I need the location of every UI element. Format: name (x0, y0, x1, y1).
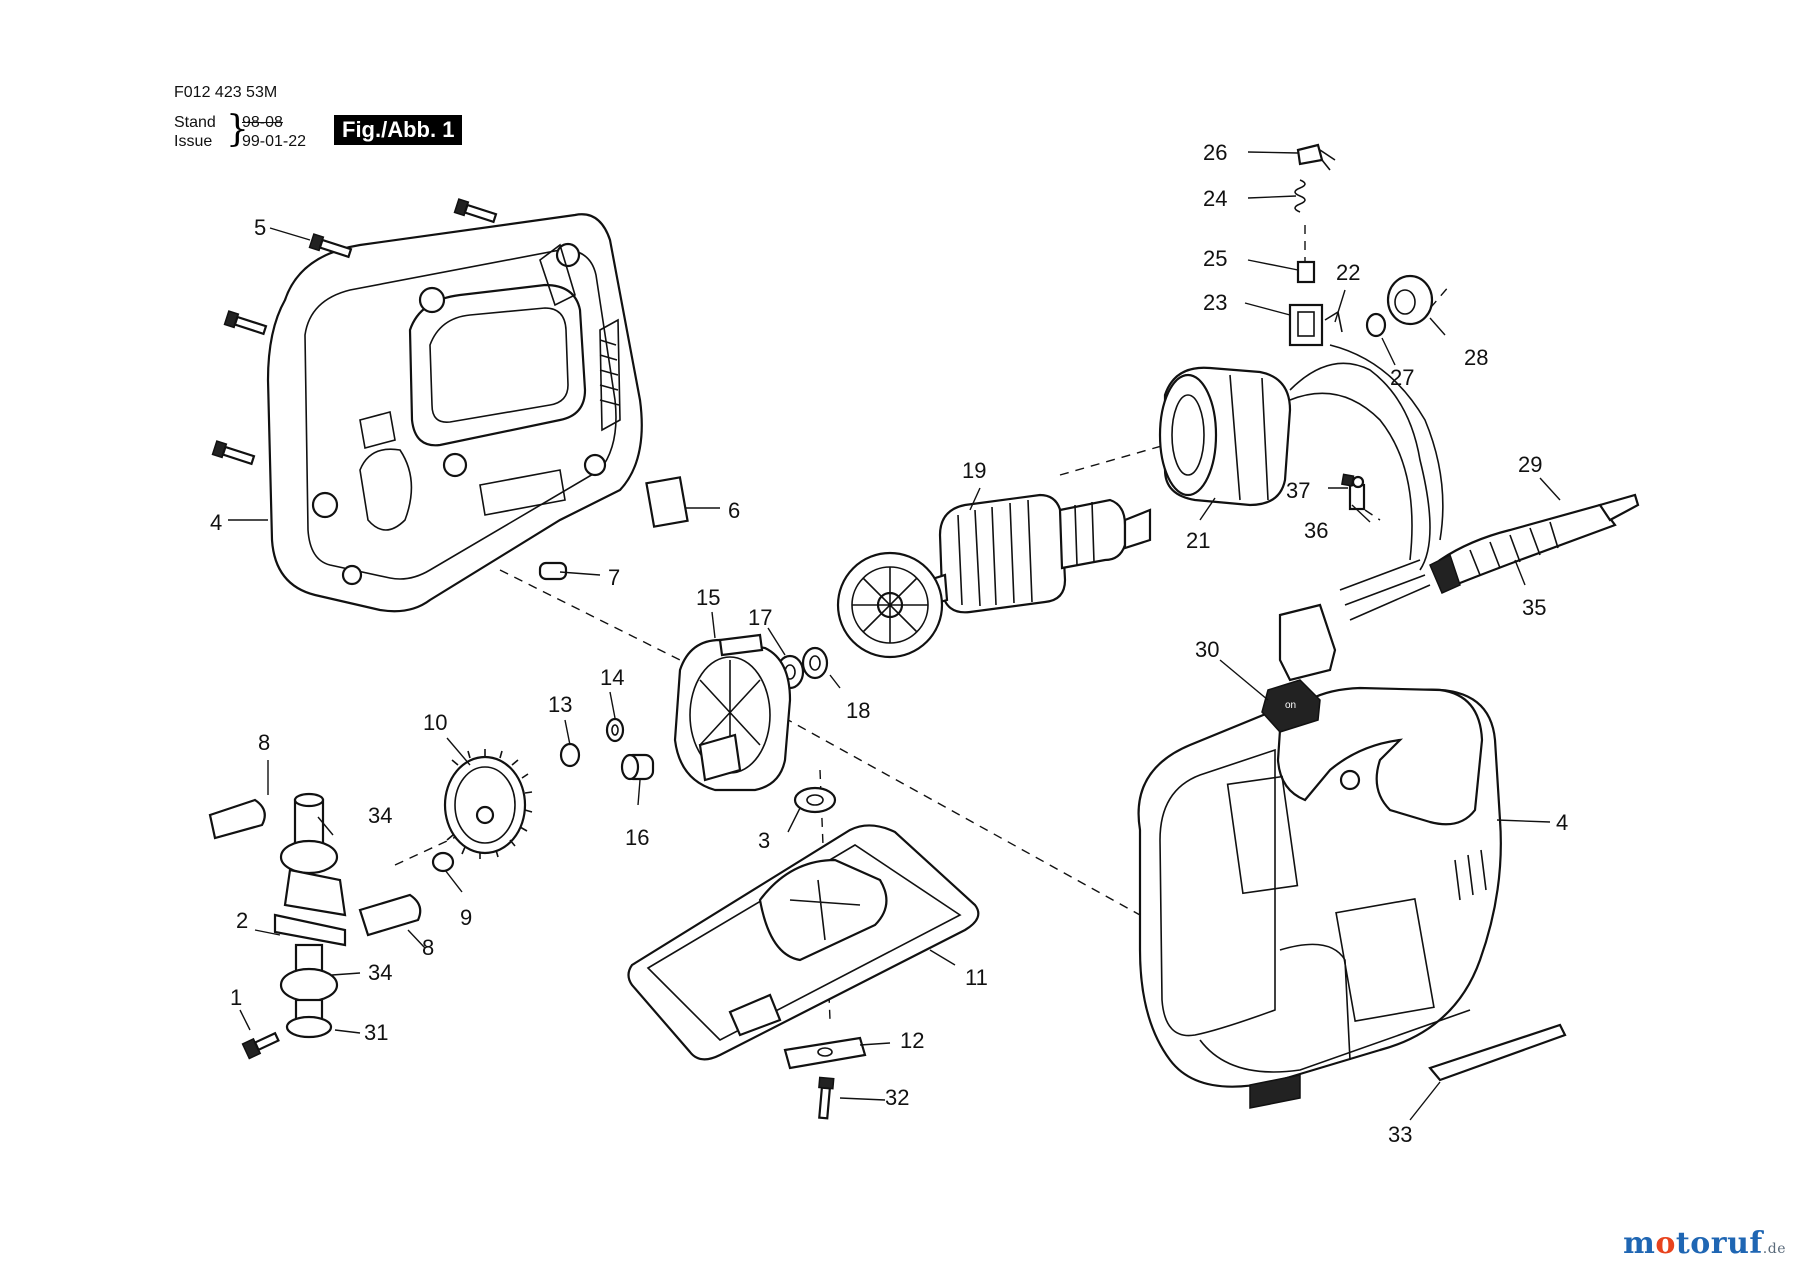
callout-15: 15 (696, 585, 720, 610)
issue-label: Issue (174, 133, 213, 150)
leader-lines (228, 151, 1561, 1121)
switch-on-label: on (1285, 700, 1296, 711)
document-number: F012 423 53M (174, 84, 278, 101)
left-housing-half (266, 213, 643, 613)
callout-4-right: 4 (1556, 810, 1568, 835)
washer-13 (559, 742, 581, 768)
callout-35: 35 (1522, 595, 1546, 620)
part-3-nut (793, 786, 837, 814)
callout-24: 24 (1203, 186, 1227, 211)
washer-14 (605, 717, 625, 743)
brace-glyph: } (226, 109, 249, 150)
callout-10: 10 (423, 710, 447, 735)
callout-3: 3 (758, 828, 770, 853)
callout-27: 27 (1390, 365, 1414, 390)
callout-23: 23 (1203, 290, 1227, 315)
callout-18: 18 (846, 698, 870, 723)
gear-10 (443, 749, 533, 859)
field-coil-21 (1158, 366, 1292, 507)
stand-date: 98-08 (242, 114, 283, 131)
callout-34-top: 34 (368, 803, 392, 828)
base-plate-11 (627, 824, 980, 1061)
switch-30: on (1261, 603, 1337, 733)
callout-13: 13 (548, 692, 572, 717)
brush-holder-set (1288, 143, 1434, 347)
callout-16: 16 (625, 825, 649, 850)
internal-wires (1289, 344, 1444, 621)
site-watermark: motoruf.de (1623, 1226, 1786, 1261)
part-7-bushing (538, 561, 568, 581)
callout-8-top: 8 (258, 730, 270, 755)
callout-19: 19 (962, 458, 986, 483)
cord-clamp-36-37 (1341, 473, 1366, 511)
callout-12: 12 (900, 1028, 924, 1053)
callout-28: 28 (1464, 345, 1488, 370)
callout-25: 25 (1203, 246, 1227, 271)
needle-bearing-9 (431, 851, 455, 873)
allen-key-33 (1428, 1023, 1567, 1082)
callout-32: 32 (885, 1085, 909, 1110)
callout-17: 17 (748, 605, 772, 630)
callout-9: 9 (460, 905, 472, 930)
callout-6: 6 (728, 498, 740, 523)
callout-11: 11 (965, 965, 988, 990)
callout-36: 36 (1304, 518, 1328, 543)
callout-8-bottom: 8 (422, 935, 434, 960)
callout-37: 37 (1286, 478, 1310, 503)
callout-30: 30 (1195, 637, 1219, 662)
callout-5: 5 (254, 215, 266, 240)
bushing-16 (620, 753, 655, 781)
callout-4-left: 4 (210, 510, 222, 535)
callout-26: 26 (1203, 140, 1227, 165)
gear-housing-15 (673, 633, 792, 792)
callout-22: 22 (1336, 260, 1360, 285)
callout-21: 21 (1186, 528, 1210, 553)
guide-8-upper (208, 798, 266, 840)
guide-8-lower (358, 893, 422, 937)
callout-33: 33 (1388, 1122, 1412, 1147)
stand-label: Stand (174, 114, 216, 131)
figure-badge: Fig./Abb. 1 (334, 115, 463, 145)
callout-numbers: 5 4 6 7 15 17 18 19 21 26 24 25 23 22 27… (210, 140, 1568, 1147)
callout-14: 14 (600, 665, 624, 690)
callout-7: 7 (608, 565, 620, 590)
power-cord (1429, 493, 1640, 594)
housing-screws (211, 198, 498, 466)
issue-date: 99-01-22 (242, 133, 307, 150)
armature-fan (836, 551, 944, 659)
screw-32 (818, 1076, 835, 1120)
callout-1: 1 (230, 985, 242, 1010)
callout-34-bottom: 34 (368, 960, 392, 985)
plunger-assembly (241, 792, 347, 1060)
clamp-12 (783, 1036, 867, 1070)
right-housing-half (1137, 686, 1502, 1109)
callout-2: 2 (236, 908, 248, 933)
part-6-clip (645, 476, 689, 528)
callout-29: 29 (1518, 452, 1542, 477)
callout-31: 31 (364, 1020, 388, 1045)
